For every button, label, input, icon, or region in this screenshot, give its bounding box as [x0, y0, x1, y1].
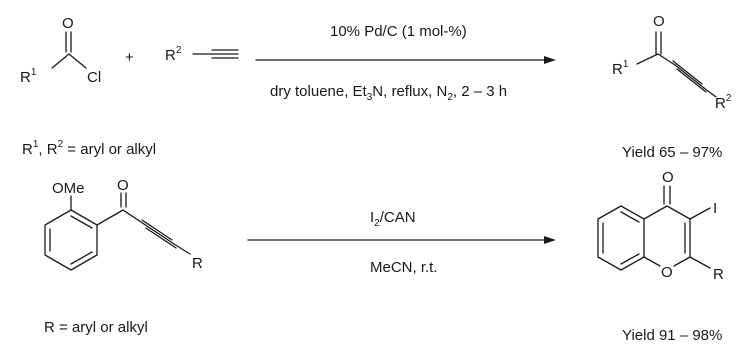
alkyne-structure: R2 [165, 45, 239, 64]
product-r1-label: R1 [612, 59, 629, 78]
chromone-ring-oxygen-label: O [661, 264, 673, 281]
catalyst-conditions: 10% Pd/C (1 mol-%) [330, 23, 467, 40]
solvent-conditions: dry toluene, Et3N, reflux, N2, 2 – 3 h [270, 83, 507, 103]
acyl-r1-label: R1 [20, 67, 37, 86]
iodochromone-product-structure: O I O R [597, 169, 724, 283]
acyl-chloride-structure: O R1 Cl [20, 15, 101, 86]
reaction-1: O R1 Cl + R2 10% Pd/C (1 mol-%) dry tolu… [20, 13, 732, 161]
product-r-label: R [713, 266, 724, 283]
reaction-arrow-1 [255, 56, 556, 64]
acyl-oxygen-label: O [62, 15, 74, 32]
start-r-label: R [192, 255, 203, 272]
ynone-product-structure: O R1 R2 [612, 13, 732, 112]
reaction-arrow-2 [247, 236, 556, 244]
plus-sign: + [125, 49, 134, 66]
yield-1: Yield 65 – 97% [622, 144, 722, 161]
iodination-reagents: I2/CAN [370, 209, 416, 229]
iodination-solvent: MeCN, r.t. [370, 259, 438, 276]
acyl-chlorine-label: Cl [87, 69, 101, 86]
iodine-label: I [713, 200, 717, 217]
chromone-carbonyl-oxygen-label: O [662, 169, 674, 186]
methoxyphenyl-ynone-structure: OMe O R [44, 177, 203, 272]
alkyne-r2-label: R2 [165, 45, 182, 64]
methoxy-label: OMe [52, 180, 85, 197]
ketone-oxygen-label: O [117, 177, 129, 194]
substituent-definition-1: R1, R2 = aryl or alkyl [22, 139, 156, 158]
yield-2: Yield 91 – 98% [622, 327, 722, 344]
reaction-2: OMe O R I2/CAN MeCN, r.t. [44, 169, 724, 344]
product-oxygen-label: O [653, 13, 665, 30]
product-r2-label: R2 [715, 93, 732, 112]
substituent-definition-2: R = aryl or alkyl [44, 319, 148, 336]
